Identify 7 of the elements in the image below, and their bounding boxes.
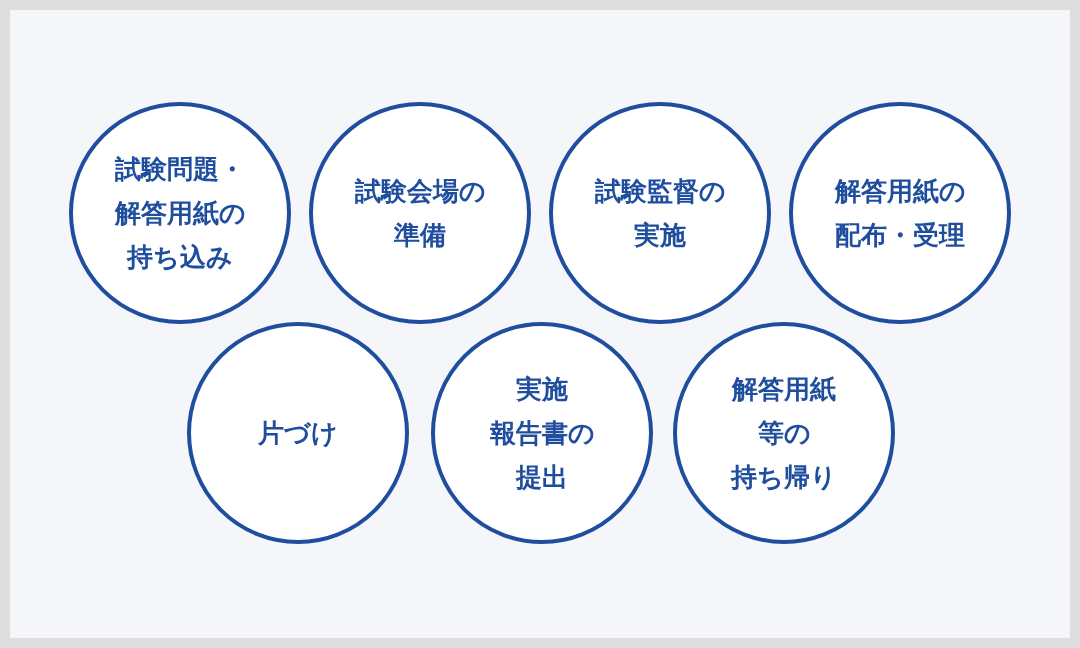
- step-label: 試験監督の実施: [594, 175, 726, 252]
- step-label: 試験問題・解答用紙の持ち込み: [114, 153, 246, 274]
- step-label: 試験会場の準備: [354, 175, 486, 252]
- step-label: 解答用紙等の持ち帰り: [731, 373, 837, 494]
- step-label: 解答用紙の配布・受理: [834, 175, 966, 252]
- step-label: 片づけ: [258, 417, 338, 450]
- step-label: 実施報告書の提出: [489, 373, 595, 494]
